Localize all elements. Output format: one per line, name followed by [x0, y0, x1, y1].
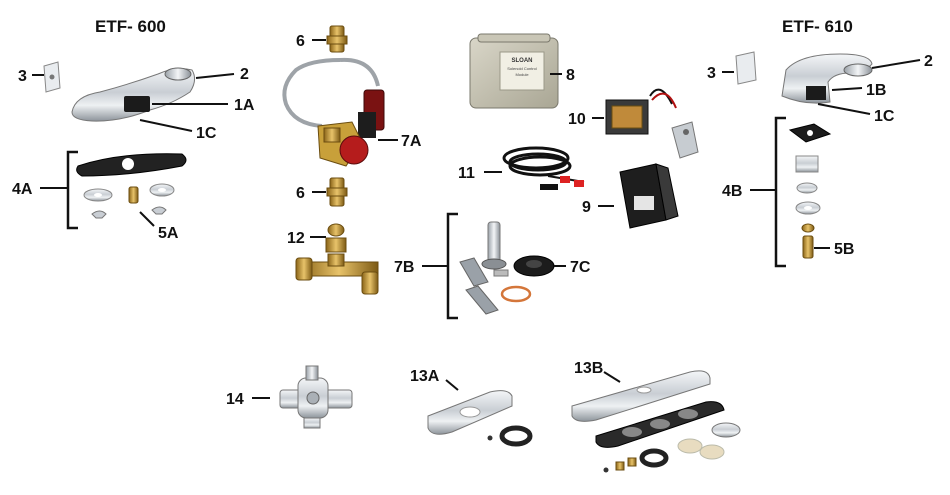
- bracket-4a: [66, 150, 78, 230]
- bracket-7b: [446, 212, 458, 320]
- title-etf-610: ETF- 610: [782, 17, 853, 36]
- callout-5a: 5A: [158, 225, 179, 242]
- etf610-mounting-parts: [788, 123, 832, 259]
- braided-hose: [282, 57, 380, 128]
- callout-9: 9: [582, 199, 591, 216]
- callout-1c-left: 1C: [196, 125, 217, 142]
- callout-2-right: 2: [924, 53, 933, 70]
- callout-5b: 5B: [834, 241, 854, 258]
- etf610-mount-bracket: [735, 51, 757, 85]
- plunger-kit-7b: [459, 221, 532, 315]
- callout-8: 8: [566, 67, 575, 84]
- callout-10: 10: [568, 111, 586, 128]
- transformer-10: [605, 88, 699, 159]
- callout-2-left: 2: [240, 66, 249, 83]
- callout-13b: 13B: [574, 360, 603, 377]
- deck-plate-13b: [571, 370, 741, 473]
- callout-3-left: 3: [18, 68, 27, 85]
- callout-7c: 7C: [570, 259, 591, 276]
- module-line1: Solenoid Control: [507, 66, 537, 71]
- mixing-valve-14: [279, 365, 353, 429]
- callout-11: 11: [458, 165, 475, 182]
- callout-6-bottom: 6: [296, 185, 305, 202]
- callout-13a: 13A: [410, 368, 440, 385]
- etf610-faucet: [781, 53, 873, 104]
- callout-4b: 4B: [722, 183, 742, 200]
- callout-1a: 1A: [234, 97, 255, 114]
- tee-fitting-12: [295, 223, 379, 295]
- etf600-faucet: [71, 67, 196, 122]
- etf600-mount-bracket: [43, 61, 61, 93]
- fitting-6-bottom: [326, 177, 348, 207]
- callout-1b: 1B: [866, 82, 886, 99]
- plug-in-transformer-9: [619, 163, 679, 229]
- callout-12: 12: [287, 230, 305, 247]
- callout-14: 14: [226, 391, 244, 408]
- callout-4a: 4A: [12, 181, 33, 198]
- solenoid-valve-7a: [317, 89, 385, 167]
- module-brand: SLOAN: [512, 58, 533, 64]
- callout-1c-right: 1C: [874, 108, 895, 125]
- bracket-4b: [774, 116, 786, 268]
- title-etf-600: ETF- 600: [95, 17, 166, 36]
- diaphragm-7c: [513, 255, 555, 277]
- control-module-8: SLOAN Solenoid Control Module: [469, 33, 559, 109]
- callout-6-top: 6: [296, 33, 305, 50]
- fitting-6-top: [326, 25, 348, 53]
- callout-3-right: 3: [707, 65, 716, 82]
- callout-7b: 7B: [394, 259, 414, 276]
- etf600-gasket: [76, 153, 187, 177]
- callout-7a: 7A: [401, 133, 422, 150]
- cable-11: [502, 146, 585, 190]
- etf600-washers: [83, 183, 175, 219]
- module-line2: Module: [515, 72, 529, 77]
- deck-plate-13a: [427, 390, 533, 447]
